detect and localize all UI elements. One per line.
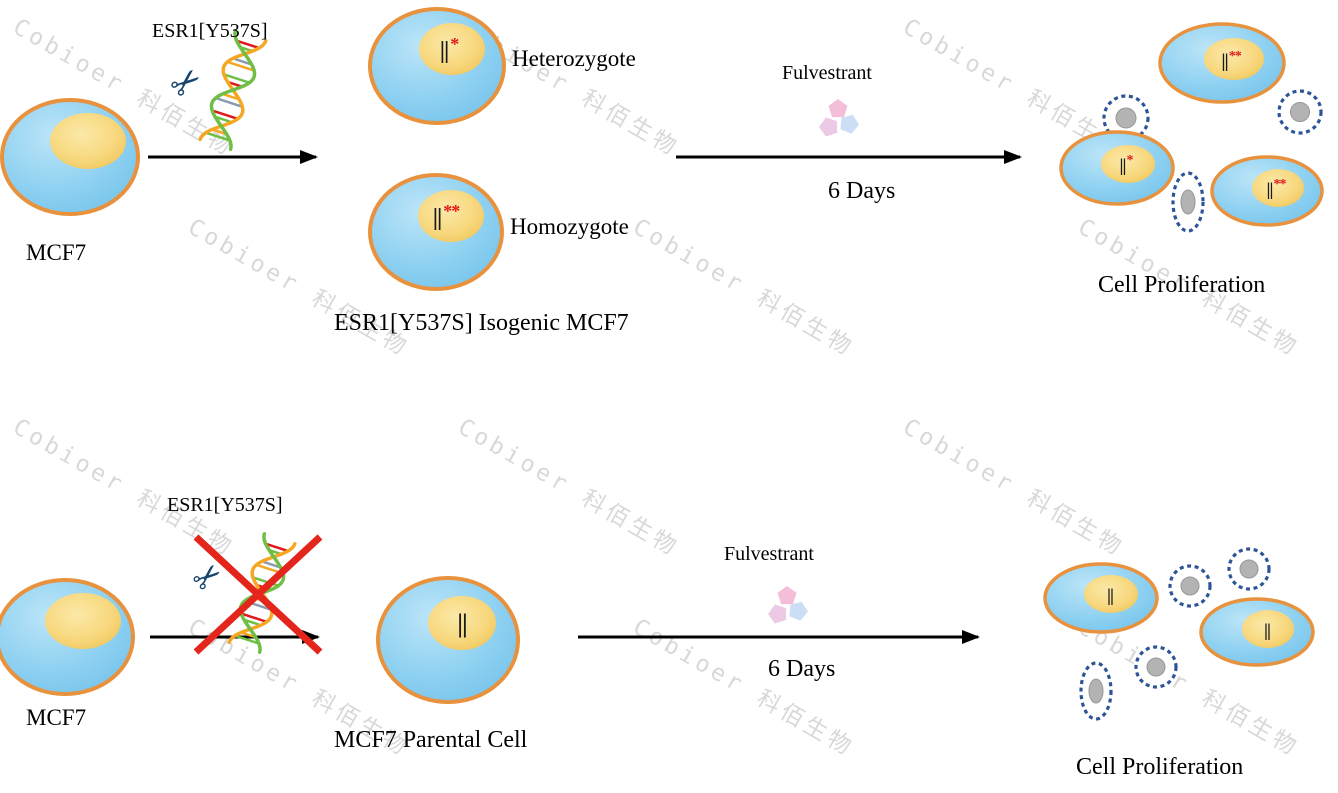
dead-cell-nucleus bbox=[1115, 107, 1137, 129]
cell-nucleus bbox=[419, 23, 485, 75]
homozygote-label: Homozygote bbox=[510, 214, 629, 239]
genotype-marks: ||** bbox=[1267, 177, 1287, 199]
genotype-marks: || bbox=[1107, 585, 1113, 605]
live-cell: || bbox=[1043, 562, 1159, 634]
mutation-mark: ** bbox=[443, 201, 460, 221]
dead-cell-nucleus bbox=[1088, 678, 1104, 704]
proliferation-label-bottom: Cell Proliferation bbox=[1076, 754, 1244, 780]
chromosome-bars: || bbox=[1107, 585, 1113, 605]
cell-nucleus bbox=[1101, 145, 1155, 183]
live-cell: ||** bbox=[1210, 155, 1324, 227]
crispr-blocked-icon: ✂ bbox=[185, 532, 323, 655]
genotype-marks: ||** bbox=[1221, 49, 1241, 72]
dead-cell bbox=[1079, 661, 1113, 721]
cell-nucleus bbox=[1252, 169, 1304, 207]
chromosome-bars: || bbox=[1264, 620, 1270, 640]
genotype-marks: || bbox=[1264, 620, 1270, 640]
mcf7-cell bbox=[0, 578, 135, 696]
cell-nucleus bbox=[418, 190, 484, 242]
mcf7-label-bottom: MCF7 bbox=[26, 705, 87, 730]
duration-label-top: 6 Days bbox=[828, 178, 896, 204]
parental-cell-label: MCF7 Parental Cell bbox=[334, 727, 528, 753]
genotype-marks: ||* bbox=[440, 34, 460, 64]
proliferation-cluster: ||** ||* bbox=[1059, 22, 1324, 233]
chromosome-bars: || bbox=[1221, 51, 1227, 72]
red-cross-icon bbox=[193, 534, 323, 655]
esr1-edit-label-top: ESR1[Y537S] bbox=[152, 20, 268, 42]
mutation-mark: ** bbox=[1273, 177, 1286, 192]
homozygote-cell: ||** bbox=[368, 173, 504, 291]
dead-cell-nucleus bbox=[1180, 576, 1200, 596]
dead-cell bbox=[1227, 547, 1271, 591]
live-cell: ||** bbox=[1158, 22, 1286, 104]
esr1-edit-label-bottom: ESR1[Y537S] bbox=[167, 494, 283, 516]
dead-cell bbox=[1168, 564, 1212, 608]
genotype-marks: || bbox=[457, 609, 466, 638]
mutation-mark: * bbox=[1126, 153, 1133, 168]
mutation-mark: ** bbox=[1229, 49, 1242, 64]
proliferation-cluster: || || bbox=[1043, 547, 1315, 721]
live-cell: ||* bbox=[1059, 130, 1175, 206]
chromosome-bars: || bbox=[433, 205, 442, 231]
fulvestrant-molecule-icon bbox=[765, 586, 811, 625]
heterozygote-label: Heterozygote bbox=[512, 46, 636, 71]
cell-nucleus bbox=[428, 596, 496, 650]
dead-cell bbox=[1277, 89, 1323, 135]
mcf7-label-top: MCF7 bbox=[26, 240, 87, 265]
fulvestrant-label-bottom: Fulvestrant bbox=[724, 543, 814, 565]
isogenic-mcf7-label: ESR1[Y537S] Isogenic MCF7 bbox=[334, 310, 629, 336]
crispr-icon: ✂ bbox=[162, 29, 268, 151]
dead-cell-nucleus bbox=[1180, 189, 1196, 215]
dead-cell-nucleus bbox=[1146, 657, 1166, 677]
cell-nucleus bbox=[1242, 610, 1294, 648]
scissors-icon: ✂ bbox=[162, 58, 211, 108]
cell-nucleus bbox=[1204, 38, 1264, 80]
dead-cell bbox=[1134, 645, 1178, 689]
dead-cell-nucleus bbox=[1290, 102, 1310, 122]
proliferation-label-top: Cell Proliferation bbox=[1098, 272, 1266, 298]
parental-cell: || bbox=[376, 576, 520, 704]
mutation-mark: * bbox=[450, 34, 459, 54]
chromosome-bars: || bbox=[1267, 179, 1273, 199]
genotype-marks: ||* bbox=[1120, 153, 1134, 175]
chromosome-bars: || bbox=[457, 609, 466, 638]
duration-label-bottom: 6 Days bbox=[768, 656, 836, 682]
fulvestrant-label-top: Fulvestrant bbox=[782, 62, 872, 84]
top-panel: ✂ ||* ||** ||** bbox=[0, 7, 1324, 291]
heterozygote-cell: ||* bbox=[368, 7, 506, 125]
cell-nucleus bbox=[50, 113, 126, 169]
mcf7-cell bbox=[0, 98, 140, 216]
dna-helix-icon bbox=[198, 29, 268, 151]
dead-cell-nucleus bbox=[1239, 559, 1259, 579]
chromosome-bars: || bbox=[1120, 155, 1126, 175]
bottom-panel: ✂ || || bbox=[0, 532, 1315, 721]
cell-nucleus bbox=[1084, 575, 1138, 613]
fulvestrant-molecule-icon bbox=[816, 99, 862, 138]
chromosome-bars: || bbox=[440, 38, 449, 64]
cell-nucleus bbox=[45, 593, 121, 649]
live-cell: || bbox=[1199, 597, 1315, 667]
genotype-marks: ||** bbox=[433, 201, 461, 231]
dead-cell bbox=[1171, 171, 1205, 233]
